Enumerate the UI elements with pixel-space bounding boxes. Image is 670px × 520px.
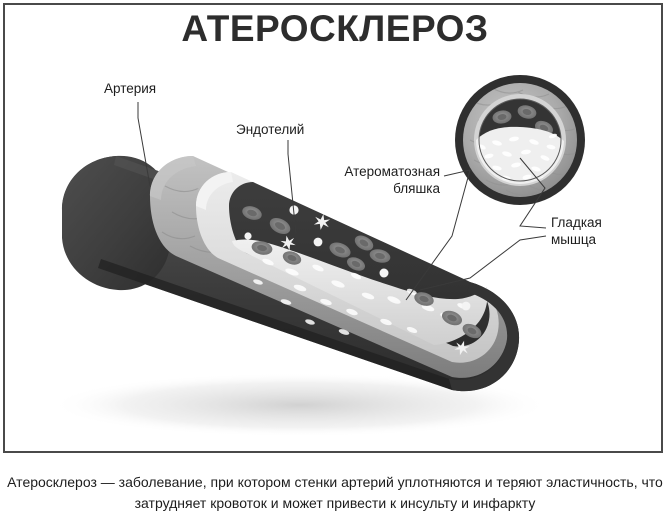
platelet: [461, 301, 471, 311]
lipid-star: [313, 214, 331, 230]
blood-cells: [242, 206, 482, 339]
adventitia-cap-left: [62, 155, 170, 291]
lipid-star: [454, 340, 470, 356]
platelets: [244, 205, 471, 311]
xsec-blood-cells: [492, 105, 554, 136]
artery-lumen: [229, 182, 490, 356]
label-artery: Артерия: [104, 81, 157, 96]
caption-text: Атеросклероз — заболевание, при котором …: [7, 474, 663, 511]
leader-muscle-2: [419, 235, 547, 291]
xsec-lumen-outline: [478, 98, 562, 182]
blood-cell: [414, 292, 434, 306]
blood-cell: [346, 257, 366, 271]
atheromatous-plaque: [232, 239, 488, 345]
blood-cell: [329, 242, 351, 258]
adventitia-bottom-edge: [98, 259, 455, 390]
page-title: АТЕРОСКЛЕРОЗ: [181, 8, 489, 49]
label-plaque: Атероматозная бляшка: [344, 164, 440, 196]
platelet: [313, 237, 323, 247]
platelet: [244, 232, 252, 240]
artery-cross-section: [455, 75, 585, 205]
lipid-particles: [280, 214, 470, 356]
blood-cell: [269, 217, 291, 235]
tube-shadow: [50, 373, 550, 437]
label-endothelium: Эндотелий: [236, 122, 305, 137]
adventitia-right-rim: [449, 282, 520, 392]
endothelium-inner-edge: [196, 172, 233, 210]
leader-endothelium: [287, 140, 297, 235]
blood-cell: [354, 235, 374, 251]
blood-cell: [517, 105, 537, 119]
platelet: [379, 268, 389, 278]
artery-tube: [62, 155, 520, 392]
muscle-rim-shade: [150, 156, 196, 200]
blood-cell: [441, 310, 463, 326]
blood-cell: [251, 241, 273, 255]
lipid-star: [280, 235, 296, 251]
label-smooth-muscle: Гладкая мышца: [551, 215, 602, 247]
blood-cell: [242, 206, 262, 220]
leader-muscle: [519, 157, 547, 229]
leader-lines: [137, 102, 547, 301]
blood-cell: [492, 110, 512, 124]
leader-artery: [137, 102, 151, 187]
leader-plaque: [405, 169, 471, 301]
blood-cell: [462, 323, 482, 339]
blood-cell: [369, 249, 391, 263]
blood-cell: [282, 251, 302, 265]
